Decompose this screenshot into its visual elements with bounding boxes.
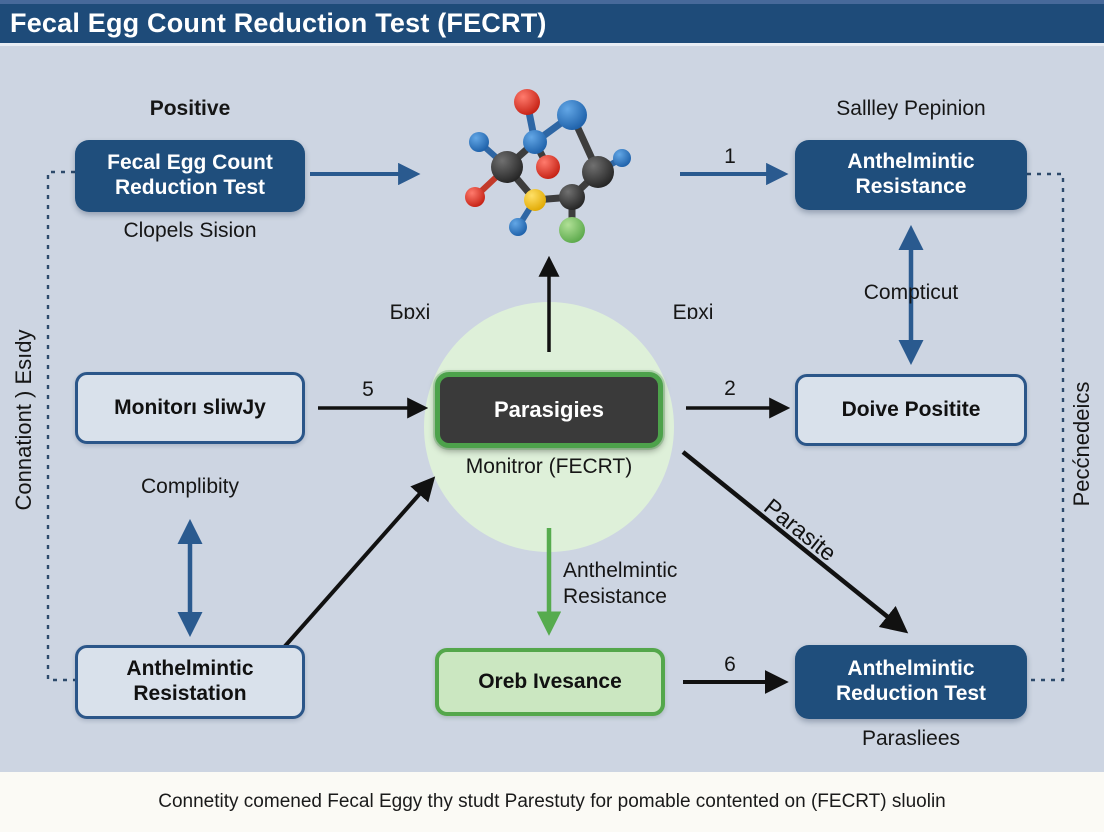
dashed-loop-left: [46, 170, 75, 682]
figure-caption: Connetity comened Fecal Eggy thy studt P…: [158, 791, 946, 812]
label-sallley-pepinion: Sallley Pepinion: [795, 96, 1027, 122]
label-anthelmintic-resistance-arrow: Anthelmintic Resistance: [563, 559, 678, 608]
node-label: Doive Positite: [841, 397, 981, 421]
edge-number-1: 1: [724, 145, 736, 168]
node-fecal-egg-count: Fecal Egg Count Reduction Test: [75, 140, 305, 212]
node-label: Anthelmintic Resistance: [847, 150, 975, 198]
node-anthelmintic-reduction-test: Anthelmintic Reduction Test: [795, 645, 1027, 719]
label-right-vertical: Pecćnedeics: [1069, 381, 1094, 507]
caption-bar: Connetity comened Fecal Eggy thy studt P…: [0, 772, 1104, 832]
label-eoxi: Eɒxi: [672, 301, 714, 324]
diagram-body: Positive Fecal Egg Count Reduction Test …: [0, 46, 1104, 772]
node-label: Anthelmintic Resistation: [126, 657, 254, 705]
label-positive: Positive: [149, 97, 231, 120]
node-label: Fecal Egg Count Reduction Test: [107, 151, 273, 199]
label-compticut: Compticut: [863, 281, 959, 304]
label-parasliees: Parasliees: [861, 727, 961, 750]
page-title: Fecal Egg Count Reduction Test (FECRT): [10, 8, 547, 38]
label-monitror-fecrt: Monitror (FECRT): [465, 455, 633, 478]
label-pepinion: Pepinion: [898, 97, 986, 120]
title-bar: Fecal Egg Count Reduction Test (FECRT): [0, 0, 1104, 46]
label-clopels-sision: Clopels Sision: [123, 219, 257, 242]
label-toxi: Ƃɒxi: [389, 301, 431, 324]
edge-number-2: 2: [724, 377, 736, 400]
edge-number-5: 5: [362, 378, 374, 401]
label-complibity: Complibity: [140, 475, 240, 498]
label-sallley: Sallley: [836, 97, 899, 120]
node-monitor-slowly: Monitorı sliwJy: [75, 372, 305, 444]
molecule-illustration: [465, 89, 631, 243]
dashed-loop-right: [1027, 172, 1065, 682]
node-doive-positite: Doive Positite: [795, 374, 1027, 446]
node-anthelmintic-resistation: Anthelmintic Resistation: [75, 645, 305, 719]
node-parasigies: Parasigies: [435, 372, 663, 448]
node-anthelmintic-resistance-top: Anthelmintic Resistance: [795, 140, 1027, 210]
node-label: Parasigies: [493, 397, 605, 423]
label-left-vertical: Connationt ) Esıdy: [11, 329, 36, 511]
node-label: Monitorı sliwJy: [114, 395, 266, 419]
node-label: Anthelmintic Reduction Test: [835, 657, 987, 705]
node-label: Oreb Ivesance: [478, 669, 622, 693]
edge-number-6: 6: [724, 653, 736, 676]
node-oreb-ivesance: Oreb Ivesance: [435, 648, 665, 716]
label-parasite: Parasite: [759, 493, 842, 567]
